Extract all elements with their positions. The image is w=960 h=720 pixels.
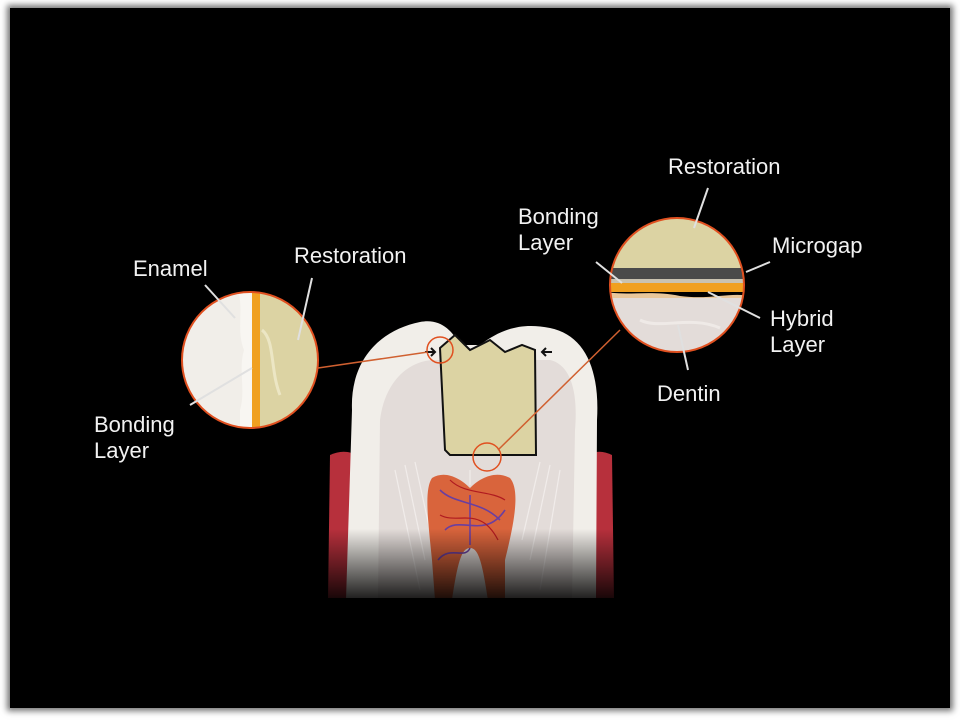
- label-enamel: Enamel: [133, 256, 208, 281]
- label-restoration-left: Restoration: [294, 243, 407, 268]
- label-bonding-layer-right: Bonding Layer: [518, 204, 599, 255]
- left-magnifier: [181, 291, 319, 429]
- label-microgap: Microgap: [772, 233, 863, 258]
- right-magnifier: [609, 217, 745, 353]
- label-bonding-layer-left: Bonding Layer: [94, 412, 175, 463]
- leader-lines: [189, 187, 771, 406]
- label-hybrid-layer: Hybrid Layer: [770, 306, 834, 357]
- label-restoration-right: Restoration: [668, 154, 781, 179]
- arrow-right-marker: [540, 347, 552, 357]
- marker-circle-bottom: [472, 442, 502, 472]
- tooth-illustration: [320, 300, 620, 608]
- connector-line-left: [317, 351, 429, 369]
- connector-line-right: [497, 329, 621, 451]
- label-dentin: Dentin: [657, 381, 721, 406]
- marker-circle-top: [426, 336, 454, 364]
